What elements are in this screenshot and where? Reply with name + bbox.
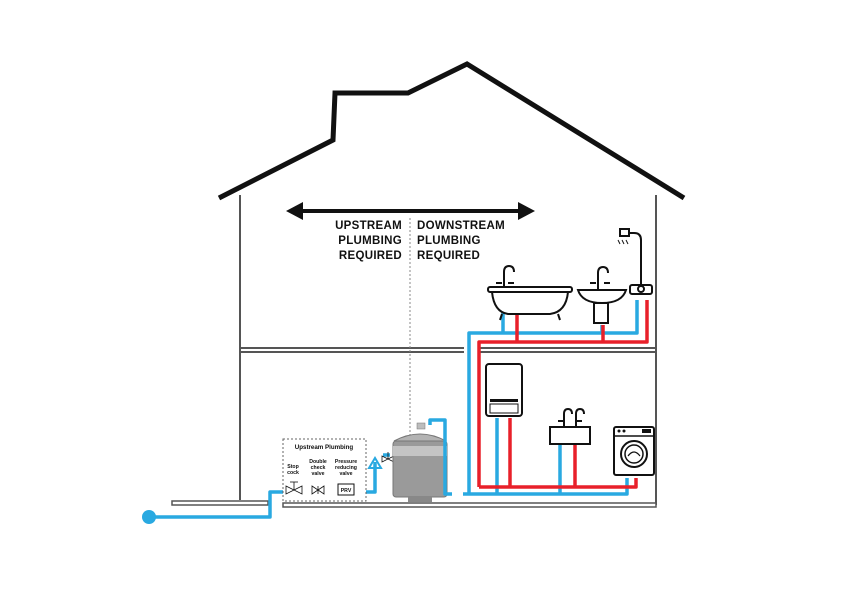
upstream-label: UPSTREAM PLUMBING REQUIRED <box>335 220 402 262</box>
prv-icon <box>337 483 355 496</box>
roof <box>217 61 686 201</box>
double-check-label-3: valve <box>312 471 325 477</box>
outside-ground <box>171 500 269 506</box>
upstream-plumbing-box: Upstream Plumbing Stop cock Double check… <box>282 438 367 502</box>
stop-cock-icon <box>285 481 303 495</box>
tank-icon <box>392 422 448 502</box>
stop-cock-label-1: Stop <box>287 464 299 470</box>
hot-distribution-pipe <box>477 300 649 489</box>
sink-icon <box>549 407 591 445</box>
prv-label-1: Pressure <box>335 459 357 465</box>
prv-label-3: valve <box>340 471 353 477</box>
double-check-label-2: check <box>311 465 326 471</box>
shower-icon <box>617 228 653 295</box>
downstream-line-2: PLUMBING <box>417 235 481 247</box>
downstream-line-3: REQUIRED <box>417 250 480 262</box>
double-check-label-1: Double <box>309 459 327 465</box>
prv-label-2: reducing <box>335 465 357 471</box>
water-heater-icon <box>485 363 523 417</box>
downstream-label: DOWNSTREAM PLUMBING REQUIRED <box>417 220 505 262</box>
flow-arrow-icon <box>367 456 383 469</box>
bathtub-icon <box>487 264 573 321</box>
upstream-line-2: PLUMBING <box>338 235 402 247</box>
downstream-line-1: DOWNSTREAM <box>417 220 505 232</box>
upstream-downstream-arrow <box>286 202 535 220</box>
prv-badge: PRV <box>341 488 352 494</box>
upstream-line-1: UPSTREAM <box>335 220 402 232</box>
basin-icon <box>576 265 628 324</box>
house-outline <box>239 195 657 505</box>
mains-entry-point <box>142 510 156 524</box>
cold-distribution-pipe <box>428 300 639 496</box>
upstream-box-title: Upstream Plumbing <box>295 444 354 451</box>
washing-machine-icon <box>613 426 655 476</box>
stop-cock-label-2: cock <box>287 470 299 476</box>
double-check-valve-icon <box>311 485 325 495</box>
upstream-line-3: REQUIRED <box>339 250 402 262</box>
ground-floor-slab <box>282 502 657 508</box>
